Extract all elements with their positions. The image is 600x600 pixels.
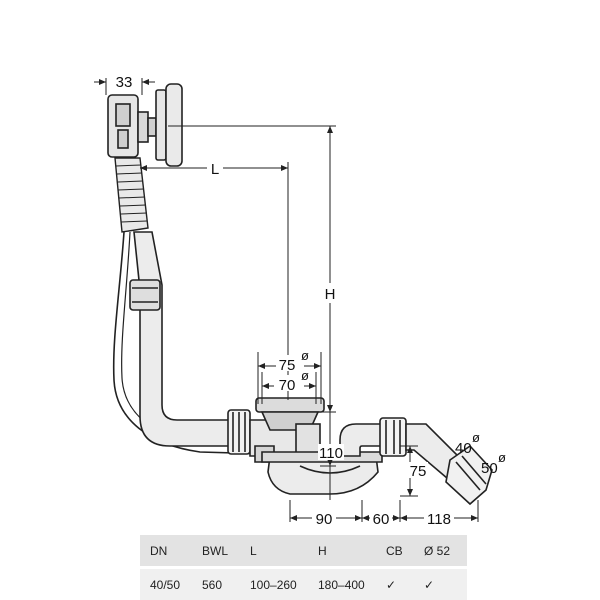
diameter-symbol-40: ø xyxy=(472,430,480,445)
header-h: H xyxy=(318,535,386,566)
flexible-hose xyxy=(114,157,149,233)
diameter-symbol-50: ø xyxy=(498,450,506,465)
cell-h: 180–400 xyxy=(318,569,386,600)
cell-bwl: 560 xyxy=(202,569,250,600)
dim-label-60: 60 xyxy=(373,511,390,528)
cell-cb: ✓ xyxy=(386,569,424,600)
dim-label-angle-40: 40 xyxy=(455,440,472,457)
dim-label-dia-75: 75 xyxy=(279,357,296,374)
trap-outlet xyxy=(339,417,493,506)
cell-dia-52: ✓ xyxy=(424,569,467,600)
diameter-symbol-75: ø xyxy=(301,348,309,363)
cell-dn: 40/50 xyxy=(140,569,202,600)
overflow-assembly xyxy=(107,83,183,167)
dim-label-33: 33 xyxy=(116,74,133,91)
header-cb: CB xyxy=(386,535,424,566)
dim-label-angle-50: 50 xyxy=(481,460,498,477)
dim-label-dia-70: 70 xyxy=(279,377,296,394)
header-l: L xyxy=(250,535,318,566)
dim-label-L: L xyxy=(211,161,219,178)
overflow-pipe xyxy=(129,231,236,447)
diameter-symbol-70: ø xyxy=(301,368,309,383)
cell-l: 100–260 xyxy=(250,569,318,600)
dimension-arrows xyxy=(99,79,478,521)
table-row: 40/50 560 100–260 180–400 ✓ ✓ xyxy=(140,569,467,600)
union-nut-left xyxy=(227,409,251,455)
spec-table: DN BWL L H CB Ø 52 40/50 560 100–260 180… xyxy=(140,535,467,600)
dim-label-90: 90 xyxy=(316,511,333,528)
header-dn: DN xyxy=(140,535,202,566)
dim-label-110: 110 xyxy=(319,445,343,462)
dim-label-75-right: 75 xyxy=(410,463,427,480)
header-bwl: BWL xyxy=(202,535,250,566)
bath-waste-overflow-drawing: 33 L H 75 ø 70 ø 110 75 40 ø 50 ø 90 60 … xyxy=(94,72,506,528)
dim-label-H: H xyxy=(325,286,336,303)
header-dia-52: Ø 52 xyxy=(424,535,467,566)
dim-label-118: 118 xyxy=(427,511,451,528)
spec-table-header: DN BWL L H CB Ø 52 xyxy=(140,535,467,566)
